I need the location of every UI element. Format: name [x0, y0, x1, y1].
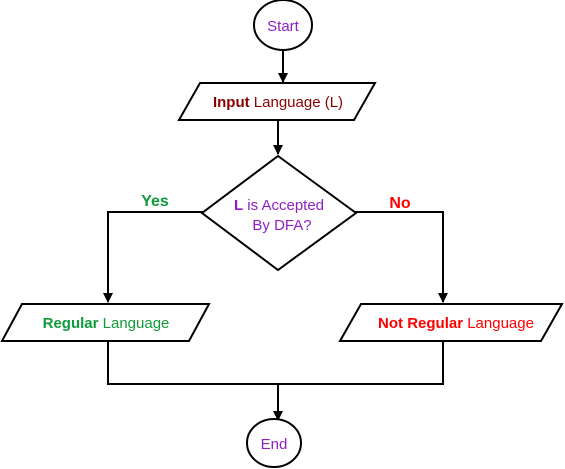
- input-node: Input Language (L): [177, 82, 377, 121]
- svg-text:L is Accepted: L is Accepted: [234, 197, 324, 214]
- input-label-bold: Input: [213, 94, 250, 111]
- regular-language-node: Regular Language: [0, 303, 211, 342]
- decision-label-rest: is Accepted: [243, 197, 324, 214]
- svg-text:Not Regular Language: Not Regular Language: [378, 315, 534, 332]
- no-label: No: [389, 195, 411, 212]
- input-label-rest: Language (L): [250, 94, 343, 111]
- regular-label-bold: Regular: [43, 315, 99, 332]
- arrow-yes-to-regular: [103, 211, 203, 303]
- end-label: End: [261, 436, 288, 453]
- not-regular-label-bold: Not Regular: [378, 315, 463, 332]
- start-node: Start: [253, 0, 313, 51]
- decision-node: L is Accepted By DFA?: [200, 154, 358, 272]
- not-regular-language-node: Not Regular Language: [338, 303, 564, 342]
- regular-label-rest: Language: [98, 315, 169, 332]
- svg-text:Regular Language: Regular Language: [43, 315, 170, 332]
- end-node: End: [246, 418, 302, 468]
- svg-text:Input Language (L): Input Language (L): [213, 94, 343, 111]
- merge-line: [107, 342, 444, 385]
- decision-label-line2: By DFA?: [252, 217, 311, 234]
- not-regular-label-rest: Language: [463, 315, 534, 332]
- arrow-no-to-not-regular: [354, 211, 448, 303]
- decision-label-bold: L: [234, 197, 243, 214]
- start-label: Start: [267, 18, 300, 35]
- yes-label: Yes: [141, 193, 169, 210]
